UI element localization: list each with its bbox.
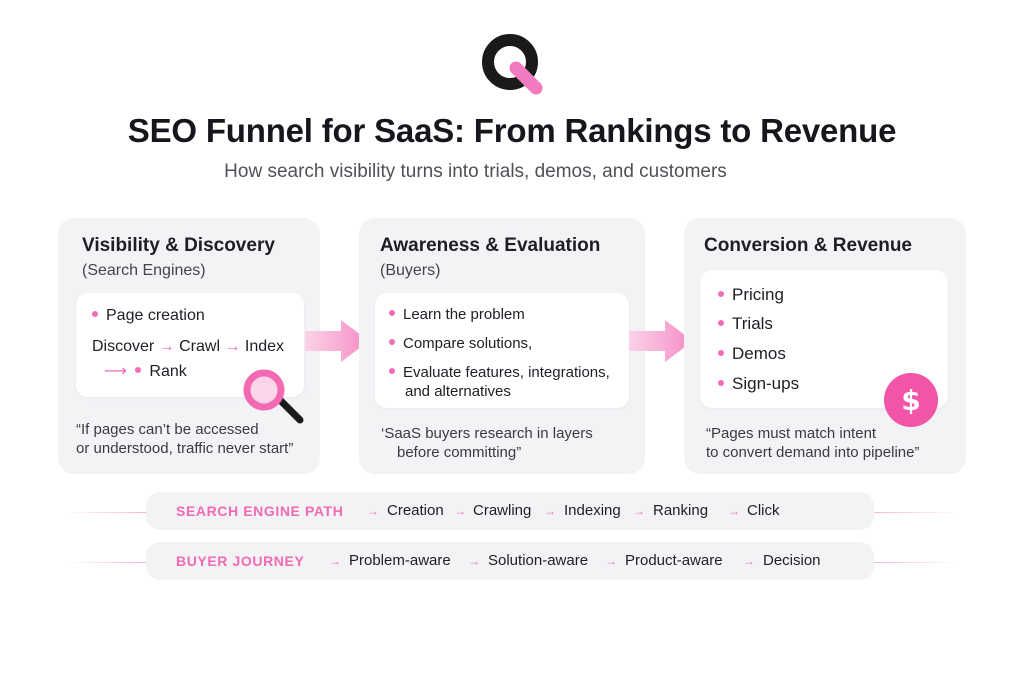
path-step: Solution-aware [488,552,589,569]
divider [64,562,146,563]
divider [64,512,146,513]
stage-quote: “Pages must match intent to convert dema… [706,425,920,461]
stage-awareness-evaluation: Awareness & Evaluation (Buyers) Learn th… [359,218,645,474]
stage-quote: ‘SaaS buyers research in layers before c… [381,425,593,461]
divider [874,512,960,513]
path-step: Click [747,502,780,519]
long-arrow-icon: ⟶ [104,363,127,380]
stage-title: Visibility & Discovery [82,235,275,256]
crawl-flow: Discover → Crawl → Index [92,338,285,355]
stage-title: Conversion & Revenue [704,235,912,256]
list-item: Evaluate features, integrations, [389,364,610,381]
arrow-right-icon: → [154,338,180,355]
stage-subtitle: (Search Engines) [82,262,206,279]
list-item: Trials [718,314,773,334]
rank-step: ⟶ Rank [104,363,187,380]
arrow-right-icon: → [633,504,645,518]
stage-visibility-discovery: Visibility & Discovery (Search Engines) … [58,218,320,474]
list-item-continuation: and alternatives [405,383,511,400]
path-step: Creation [387,502,444,519]
list-item: Sign-ups [718,374,799,394]
flow-arrow-icon [629,320,693,362]
page-title: SEO Funnel for SaaS: From Rankings to Re… [127,112,897,149]
buyer-journey-bar: BUYER JOURNEY → Problem-aware → Solution… [146,542,874,580]
path-step: Ranking [653,502,709,519]
arrow-right-icon: → [329,554,341,568]
dollar-coin-icon: $ [884,373,938,427]
stage-details-card: Learn the problem Compare solutions, Eva… [375,293,629,408]
path-step: Indexing [564,502,621,519]
stage-conversion-revenue: Conversion & Revenue Pricing Trials Demo… [684,218,966,474]
list-item: Pricing [718,285,784,305]
arrow-right-icon: → [605,554,617,568]
list-item: Page creation [92,307,205,325]
list-item: Demos [718,344,786,364]
path-label: SEARCH ENGINE PATH [176,503,344,519]
svg-text:$: $ [901,384,920,417]
arrow-right-icon: → [728,504,740,518]
stage-subtitle: (Buyers) [380,262,441,279]
arrow-right-icon: → [544,504,556,518]
list-item: Learn the problem [389,306,525,323]
stage-quote: “If pages can’t be accessed or understoo… [76,421,294,457]
flow-arrow-icon [305,320,369,362]
list-item: Compare solutions, [389,335,532,352]
arrow-right-icon: → [367,504,379,518]
path-step: Crawling [473,502,532,519]
arrow-right-icon: → [220,338,245,355]
logo-icon [482,34,543,95]
page-subtitle: How search visibility turns into trials,… [224,161,727,182]
magnifier-icon [243,369,304,424]
path-step: Problem-aware [349,552,451,569]
stage-title: Awareness & Evaluation [380,235,601,256]
path-step: Product-aware [625,552,723,569]
divider [874,562,960,563]
path-step: Decision [763,552,821,569]
arrow-right-icon: → [743,554,755,568]
path-label: BUYER JOURNEY [176,553,305,569]
search-engine-path-bar: SEARCH ENGINE PATH → Creation → Crawling… [146,492,874,530]
arrow-right-icon: → [468,554,480,568]
arrow-right-icon: → [454,504,466,518]
